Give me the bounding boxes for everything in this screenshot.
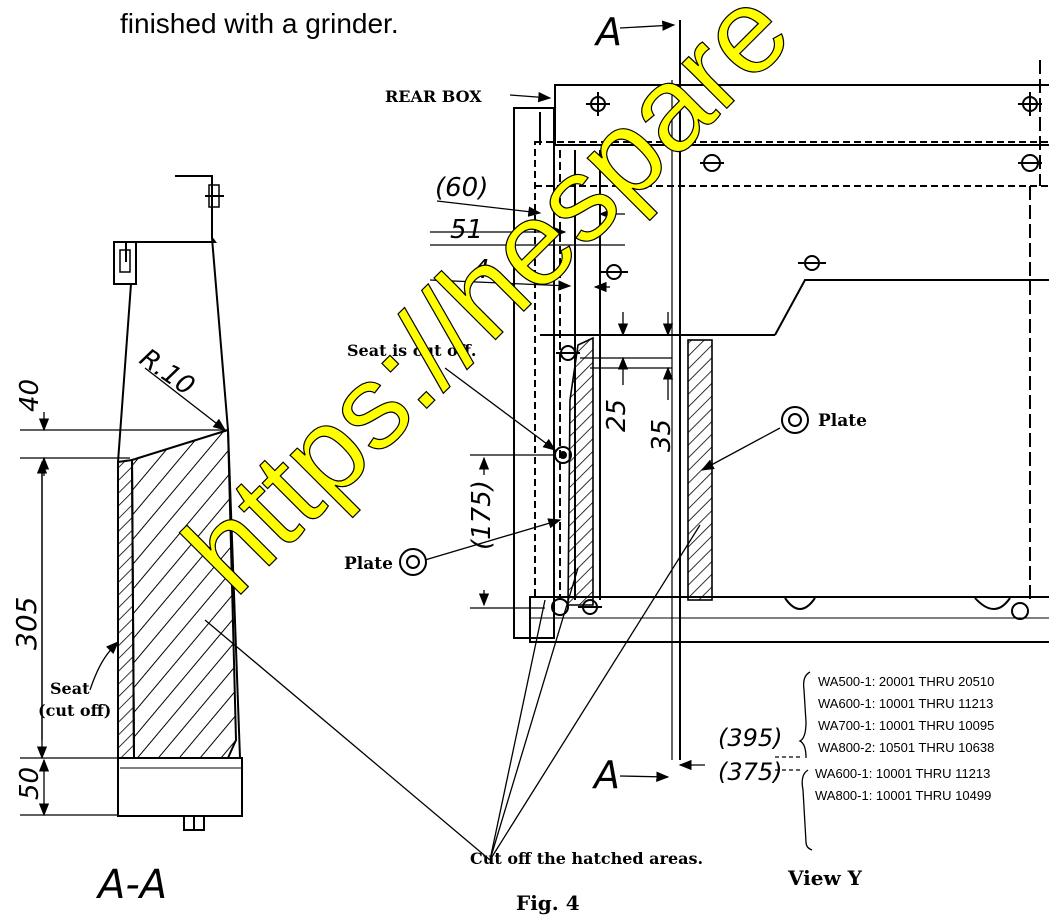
dim-51: 51 — [450, 215, 483, 245]
section-mark-a-bottom: A — [591, 753, 620, 797]
serial-row: WA500-1: 20001 THRU 20510 — [818, 674, 994, 689]
dim-r10: R.10 — [134, 343, 200, 402]
view-y-label: View Y — [787, 866, 863, 890]
dim-40: 40 — [15, 379, 45, 412]
serial-row: WA600-1: 10001 THRU 11213 — [815, 766, 990, 781]
serial-row: WA800-1: 10001 THRU 10499 — [815, 788, 991, 803]
serial-row: WA700-1: 10001 THRU 10095 — [818, 718, 994, 733]
serial-group-395: WA500-1: 20001 THRU 20510 WA600-1: 10001… — [818, 674, 994, 755]
seat-label-line2: (cut off) — [38, 701, 111, 720]
plate-left-label: Plate — [344, 554, 393, 574]
dim-375: (375) — [718, 758, 783, 786]
section-a-a-drawing — [113, 175, 243, 831]
section-a-a-dimension-lines — [20, 367, 491, 861]
view-y-dimension-lines — [424, 20, 800, 861]
dim-50: 50 — [15, 767, 45, 800]
serial-braces — [798, 671, 813, 851]
bolt-symbols — [399, 92, 1042, 620]
dim-4: 4 — [473, 255, 490, 285]
dim-395: (395) — [718, 724, 783, 752]
figure-caption: Fig. 4 — [516, 891, 580, 915]
section-mark-a-top: A — [593, 10, 622, 54]
dim-175: (175) — [467, 480, 497, 550]
header-text: finished with a grinder. — [120, 8, 399, 39]
plate-right-label: Plate — [818, 411, 867, 431]
dim-25: 25 — [602, 399, 632, 432]
hatched-area-left — [567, 336, 594, 606]
rear-box-label: REAR BOX — [385, 87, 482, 106]
section-title: A-A — [95, 862, 167, 908]
dim-305: 305 — [10, 597, 43, 650]
hatched-area-right — [687, 339, 713, 601]
cut-off-hatched-label: Cut off the hatched areas. — [470, 849, 703, 868]
seat-cut-off-label: Seat is cut off. — [347, 341, 476, 360]
seat-label-line1: Seat — [50, 679, 90, 698]
dim-60: (60) — [435, 173, 488, 203]
serial-row: WA800-2: 10501 THRU 10638 — [818, 740, 994, 755]
serial-group-375: WA600-1: 10001 THRU 11213 WA800-1: 10001… — [815, 766, 991, 803]
dim-35: 35 — [647, 419, 677, 452]
serial-row: WA600-1: 10001 THRU 11213 — [818, 696, 993, 711]
